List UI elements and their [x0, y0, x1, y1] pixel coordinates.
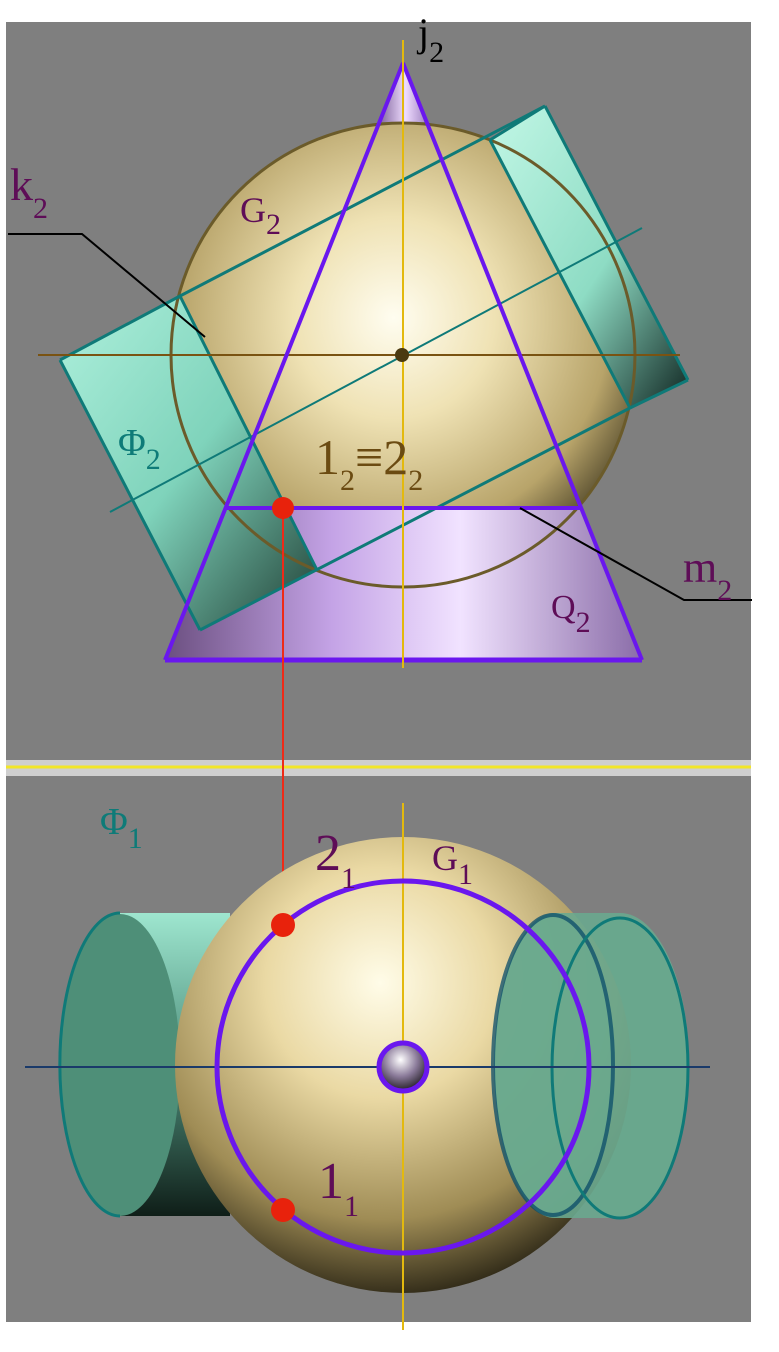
- label-G1: G1: [432, 838, 473, 891]
- leader-k2: [8, 233, 206, 338]
- center-point-frontal: [395, 348, 409, 362]
- label-Phi1-text: Φ1: [100, 801, 143, 855]
- label-j2: j2: [416, 10, 444, 69]
- label-k2: k2: [10, 159, 48, 225]
- point-1-1: [271, 1198, 295, 1222]
- cylinder-outlines-frontal: [58, 104, 690, 632]
- point-1-2-frontal: [272, 497, 294, 519]
- cylinder-left-outline-top-view: [58, 911, 121, 1218]
- cone-apex-top-view: [376, 1040, 430, 1094]
- label-Phi2: Φ2: [118, 422, 161, 476]
- cylinder-axis-frontal: [109, 227, 643, 513]
- label-point-1-1: 11: [318, 1153, 359, 1223]
- white-margin-left: [0, 0, 6, 1347]
- label-G2: G2: [240, 190, 281, 241]
- label-coincident-points: 12≡22: [315, 429, 423, 497]
- white-margin-bottom: [0, 1322, 779, 1347]
- point-2-1: [271, 913, 295, 937]
- label-point-2-1: 21: [315, 825, 356, 895]
- label-m2: m2: [683, 543, 732, 607]
- label-Q2: Q2: [551, 589, 591, 639]
- leader-m2: [519, 507, 752, 601]
- white-margin-right: [751, 0, 779, 1347]
- white-margin-top: [0, 0, 779, 22]
- cylinder-left-end-top-view: [60, 914, 180, 1216]
- section-circle-top-view: [214, 878, 592, 1256]
- cylinder-left-frontal: [60, 296, 317, 630]
